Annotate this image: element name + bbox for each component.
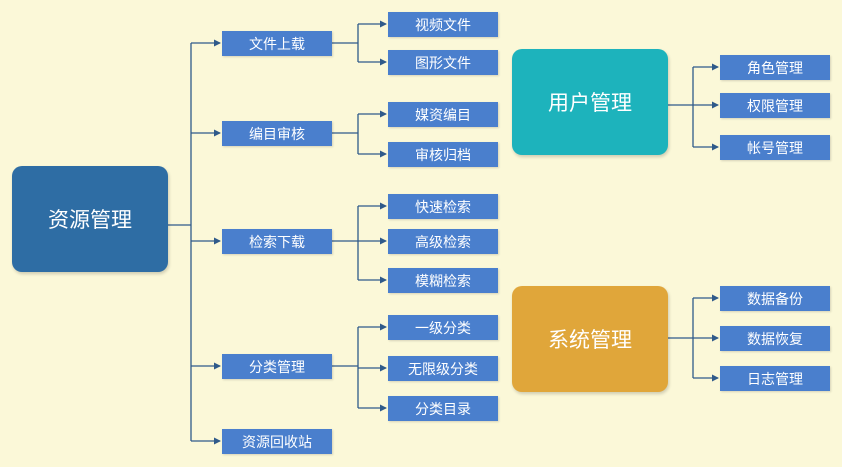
node-level-one-category: 一级分类	[388, 315, 498, 340]
node-system-management: 系统管理	[512, 286, 668, 392]
node-graphic-files: 图形文件	[388, 50, 498, 75]
root-node-resource-management: 资源管理	[12, 166, 168, 272]
node-unlimited-category: 无限级分类	[388, 356, 498, 381]
node-category-directory: 分类目录	[388, 396, 498, 421]
node-log-management: 日志管理	[720, 366, 830, 391]
node-data-backup: 数据备份	[720, 286, 830, 311]
node-video-files: 视频文件	[388, 12, 498, 37]
node-role-management: 角色管理	[720, 55, 830, 80]
node-media-cataloging: 媒资编目	[388, 102, 498, 127]
node-account-management: 帐号管理	[720, 135, 830, 160]
node-user-management: 用户管理	[512, 49, 668, 155]
node-search-download: 检索下载	[222, 229, 332, 254]
node-fuzzy-search: 模糊检索	[388, 268, 498, 293]
node-advanced-search: 高级检索	[388, 229, 498, 254]
node-permission-management: 权限管理	[720, 93, 830, 118]
node-quick-search: 快速检索	[388, 194, 498, 219]
node-data-recovery: 数据恢复	[720, 326, 830, 351]
node-recycle-bin: 资源回收站	[222, 429, 332, 454]
node-category-management: 分类管理	[222, 354, 332, 379]
node-review-archive: 审核归档	[388, 142, 498, 167]
node-catalog-review: 编目审核	[222, 121, 332, 146]
node-file-upload: 文件上载	[222, 31, 332, 56]
